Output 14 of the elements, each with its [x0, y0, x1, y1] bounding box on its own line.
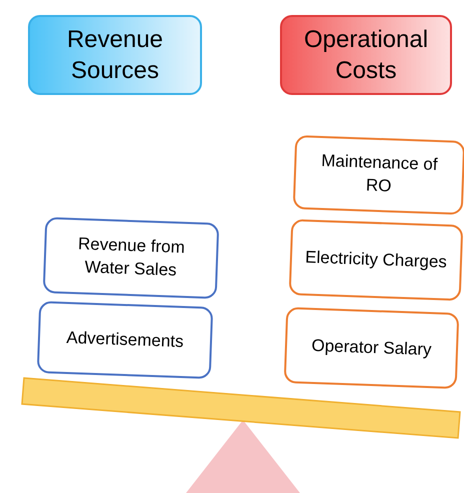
item-box — [42, 216, 220, 300]
item-box — [36, 300, 214, 380]
item-text: Advertisements — [66, 326, 184, 353]
item-text: Electricity Charges — [304, 246, 448, 273]
item-box — [288, 219, 464, 301]
item-text: Revenue from Water Sales — [76, 233, 186, 282]
item-box — [292, 135, 464, 215]
header-text: Operational Costs — [302, 24, 430, 86]
header-text: Revenue Sources — [66, 24, 164, 86]
item-text: Maintenance of RO — [320, 150, 439, 198]
header-box — [280, 15, 452, 95]
header-box — [28, 15, 202, 95]
item-text: Operator Salary — [311, 334, 432, 361]
item-box — [284, 307, 460, 389]
